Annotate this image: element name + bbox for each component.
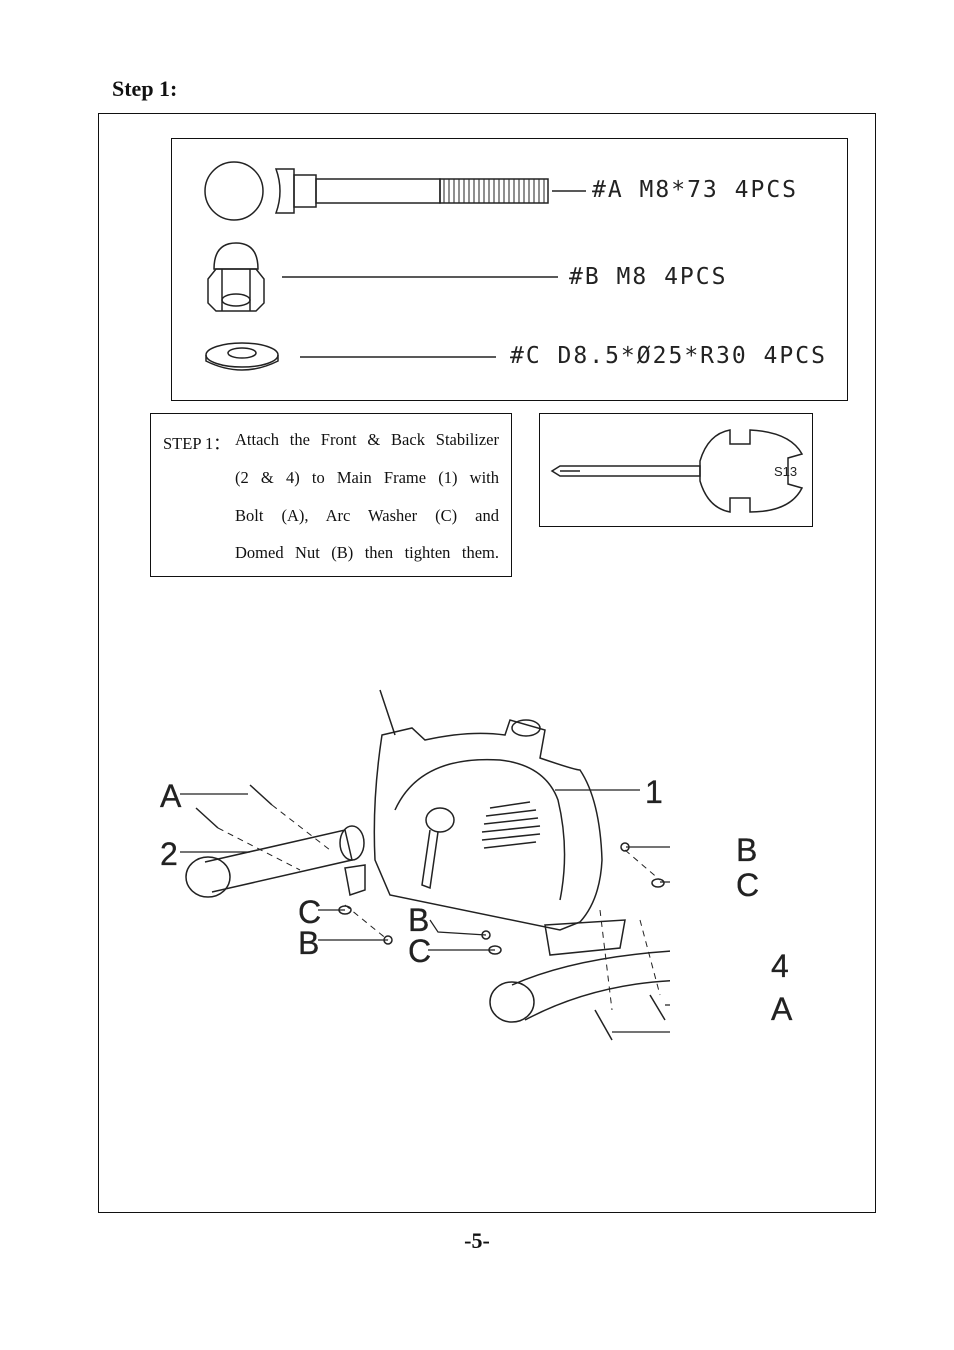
instruction-line: Domed Nut (B) then tighten them. bbox=[235, 543, 499, 562]
tool-box: S13 bbox=[539, 413, 813, 527]
callout-nut-left: B bbox=[298, 925, 320, 961]
callout-part-1: 1 bbox=[645, 774, 663, 810]
callout-nut-right: B bbox=[736, 832, 758, 868]
part-b-label: #B M8 4PCS bbox=[569, 264, 728, 290]
bolt-side-view bbox=[274, 168, 549, 214]
instruction-line: (2 & 4) to Main Frame (1) with bbox=[235, 468, 499, 487]
tool-size-label: S13 bbox=[774, 464, 798, 479]
front-stabilizer bbox=[185, 825, 366, 898]
bolt bbox=[649, 994, 666, 1021]
wrench-screwdriver-icon bbox=[550, 429, 804, 513]
page-number: -5- bbox=[464, 1228, 490, 1253]
domed-nut bbox=[207, 242, 265, 312]
callout-bolt-right: A bbox=[771, 991, 793, 1027]
assembly-frame bbox=[98, 113, 876, 1213]
main-frame bbox=[373, 719, 603, 931]
bolt bbox=[249, 784, 273, 806]
arc-washer bbox=[205, 342, 279, 371]
rear-stabilizer bbox=[489, 919, 670, 1023]
step-heading: Step 1: bbox=[112, 76, 178, 101]
vent-slots bbox=[481, 801, 541, 849]
callout-part-2: 2 bbox=[160, 836, 178, 872]
part-a-label: #A M8*73 4PCS bbox=[592, 177, 799, 203]
callout-bolt-left: A bbox=[160, 778, 182, 814]
callout-washer-center: C bbox=[408, 933, 432, 969]
hardware-parts-box: #A M8*73 4PCS #B M8 4PCS #C D8.5*Ø25*R30… bbox=[171, 138, 848, 401]
callout-part-4: 4 bbox=[771, 948, 789, 984]
instruction-prefix: STEP 1： bbox=[163, 434, 230, 453]
instruction-line: Bolt (A), Arc Washer (C) and bbox=[235, 506, 499, 525]
bolt bbox=[195, 807, 219, 829]
bolt-head-end-view bbox=[204, 161, 264, 221]
bolt bbox=[594, 1009, 613, 1041]
instruction-box: STEP 1： Attach the Front & Back Stabiliz… bbox=[150, 413, 512, 577]
callout-washer-right: C bbox=[736, 867, 760, 903]
callout-nut-center: B bbox=[408, 902, 430, 938]
instruction-line: Attach the Front & Back Stabilizer bbox=[235, 430, 499, 449]
exploded-assembly-diagram bbox=[180, 689, 670, 1041]
part-c-label: #C D8.5*Ø25*R30 4PCS bbox=[510, 343, 827, 369]
hardware-illustration bbox=[204, 161, 586, 371]
callout-washer-left: C bbox=[298, 894, 322, 930]
